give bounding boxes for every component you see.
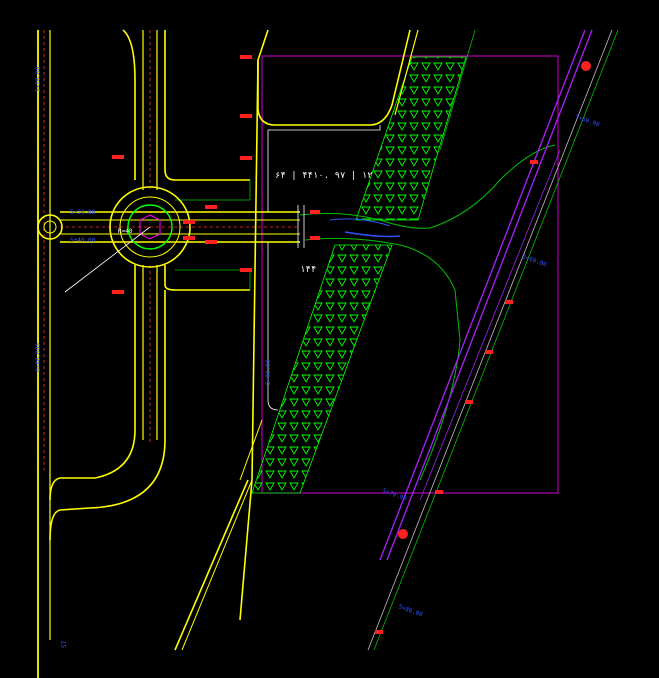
small-roundabout [37, 214, 63, 240]
chainage-1: 5+20.00 [35, 66, 42, 92]
main-roundabout [64, 186, 191, 293]
chainage-9: 5+90.00 [265, 359, 272, 385]
plot-boundary [261, 55, 559, 494]
chainage-8: 5+80.00 [397, 603, 424, 618]
red-markers [112, 55, 591, 634]
chainage-4: 5+40.00 [70, 237, 96, 244]
parcels [267, 125, 381, 411]
chainage-10: ST [61, 640, 68, 648]
roundabout-text: R=40 [118, 228, 133, 235]
plot-text: ۶۴ | ۴۴۱۰. ۹۷ | ۱۲ [275, 171, 373, 181]
rail-lines [367, 29, 619, 651]
cross-road [60, 144, 556, 481]
upper-diagonal-road [174, 29, 419, 651]
chainage-2: 0+40.000 [35, 343, 42, 372]
chainage-7: 5+70.00 [381, 487, 408, 502]
chainage-3: 5+30.00 [70, 209, 96, 216]
center-road [49, 29, 251, 541]
small-text: ۱۴۴ [300, 265, 316, 275]
chainage-5: 5+50.00 [574, 113, 601, 128]
median-hatch-lower [251, 244, 393, 494]
median-hatch-upper [355, 56, 467, 221]
